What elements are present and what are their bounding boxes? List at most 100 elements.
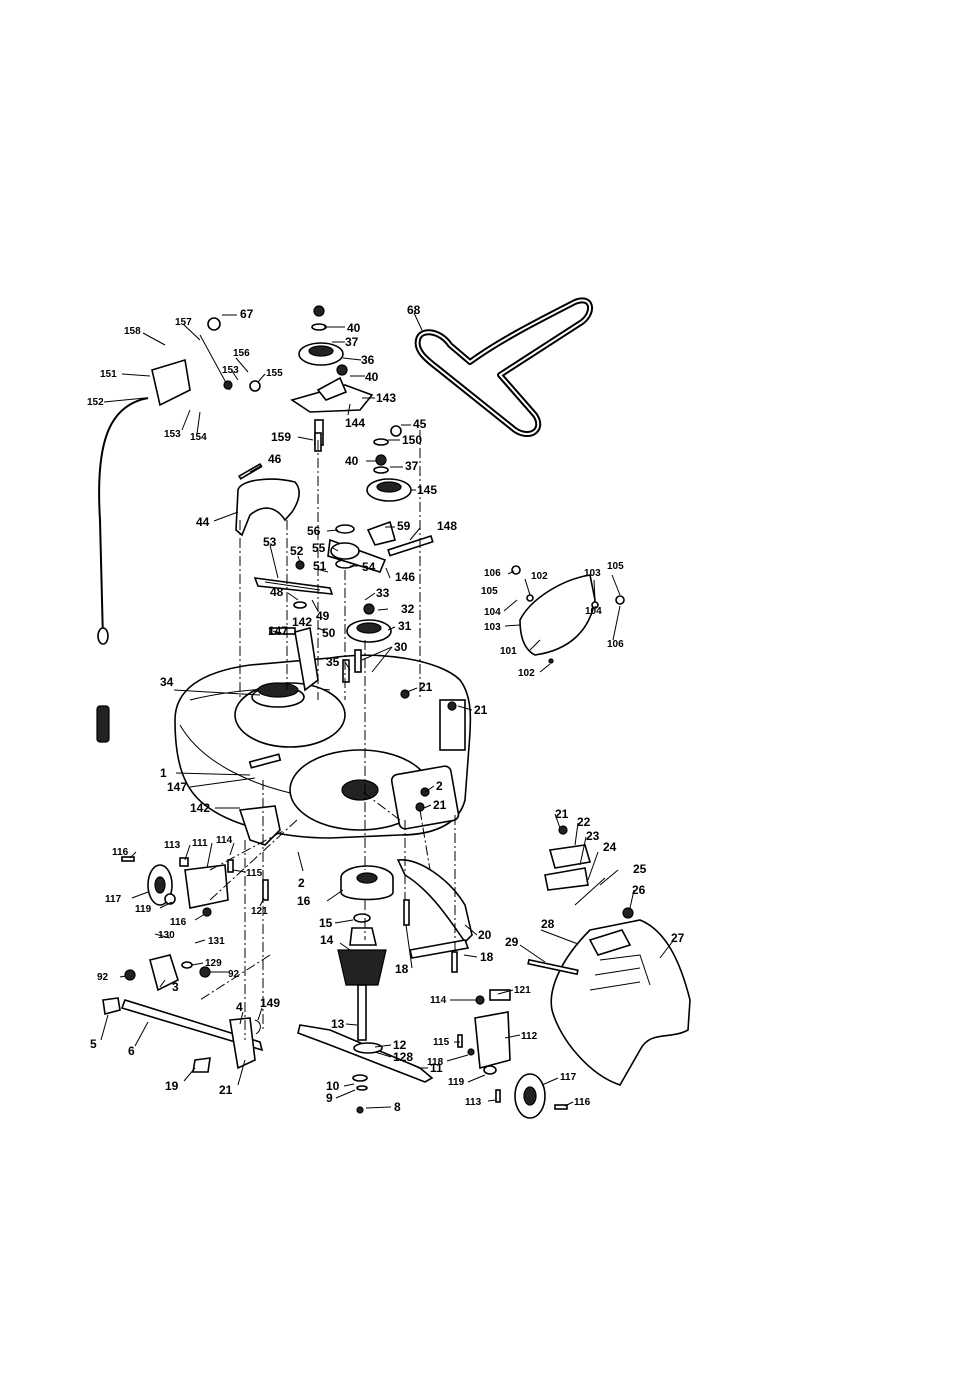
label-part-143: 143 [376, 391, 396, 405]
label-part-13: 13 [331, 1017, 345, 1031]
belt-drawing [414, 297, 593, 437]
label-part-36: 36 [361, 353, 375, 367]
label-part-2-right: 2 [436, 779, 443, 793]
label-part-113-left: 113 [164, 840, 181, 851]
deflector-drawing [550, 919, 691, 1086]
label-part-147-lower: 147 [167, 780, 187, 794]
label-part-151: 151 [100, 369, 117, 380]
label-part-149: 149 [260, 996, 280, 1010]
label-part-105-right: 105 [607, 561, 624, 572]
label-part-111: 111 [192, 838, 208, 849]
label-part-128: 128 [393, 1050, 413, 1064]
label-part-6: 6 [128, 1044, 135, 1058]
label-part-68: 68 [407, 303, 421, 317]
label-part-14: 14 [320, 933, 334, 947]
label-part-20: 20 [478, 928, 492, 942]
label-part-103-left: 103 [484, 622, 501, 633]
label-part-21-b: 21 [474, 703, 488, 717]
label-part-153-lower: 153 [164, 429, 181, 440]
label-part-59: 59 [397, 519, 411, 533]
label-part-28: 28 [541, 917, 555, 931]
label-part-56: 56 [307, 524, 321, 538]
label-part-103-right: 103 [584, 568, 601, 579]
label-part-21-e: 21 [555, 807, 569, 821]
label-part-67: 67 [240, 307, 254, 321]
label-part-29: 29 [505, 935, 519, 949]
label-part-121-right: 121 [514, 985, 531, 996]
label-part-116-right: 116 [574, 1097, 591, 1108]
label-part-33: 33 [376, 586, 390, 600]
label-part-105-left: 105 [481, 586, 498, 597]
label-part-112: 112 [521, 1031, 538, 1042]
label-part-48: 48 [270, 585, 284, 599]
label-part-21-c: 21 [433, 798, 447, 812]
label-part-117-right: 117 [560, 1072, 577, 1083]
label-part-147-upper: 147 [268, 624, 288, 638]
label-part-142-lower: 142 [190, 801, 210, 815]
label-part-50: 50 [322, 626, 336, 640]
label-part-25: 25 [633, 862, 647, 876]
label-part-145: 145 [417, 483, 437, 497]
label-part-18-left: 18 [395, 962, 409, 976]
label-part-113-right: 113 [465, 1097, 482, 1108]
label-part-154: 154 [190, 432, 207, 443]
label-part-159: 159 [271, 430, 291, 444]
label-part-115-left: 115 [246, 868, 263, 879]
control-cable-drawing [98, 397, 149, 641]
label-part-130: 130 [158, 930, 175, 941]
label-part-12: 12 [393, 1038, 407, 1052]
label-part-119-left: 119 [135, 904, 152, 915]
label-part-11: 11 [430, 1061, 443, 1075]
label-part-114-left: 114 [216, 835, 233, 846]
label-part-142-upper: 142 [292, 615, 312, 629]
part-labels: 67 158 157 156 153 155 151 152 153 154 4… [87, 303, 685, 1114]
label-part-26: 26 [632, 883, 646, 897]
label-part-27: 27 [671, 931, 685, 945]
label-part-156: 156 [233, 348, 250, 359]
label-part-116-top: 116 [112, 847, 129, 858]
label-part-49: 49 [316, 609, 330, 623]
label-part-121-left: 121 [251, 906, 268, 917]
label-part-30: 30 [394, 640, 408, 654]
alignment-lines [199, 430, 456, 1040]
label-part-18-right: 18 [480, 950, 494, 964]
label-part-115-right: 115 [433, 1037, 450, 1048]
label-part-116-mid: 116 [170, 917, 187, 928]
label-part-15: 15 [319, 916, 333, 930]
label-part-152: 152 [87, 397, 104, 408]
label-part-106-left: 106 [484, 568, 501, 579]
label-part-158: 158 [124, 326, 141, 337]
label-part-54: 54 [362, 560, 376, 574]
label-part-10: 10 [326, 1079, 340, 1093]
label-part-102-top: 102 [531, 571, 548, 582]
label-part-104-left: 104 [484, 607, 501, 618]
label-part-46: 46 [268, 452, 282, 466]
label-part-157: 157 [175, 317, 192, 328]
label-part-31: 31 [398, 619, 412, 633]
label-part-40-mid: 40 [365, 370, 379, 384]
label-part-22: 22 [577, 815, 591, 829]
label-part-21-a: 21 [419, 680, 433, 694]
label-part-16: 16 [297, 894, 311, 908]
label-part-9: 9 [326, 1091, 333, 1105]
label-part-53: 53 [263, 535, 277, 549]
label-part-153-upper: 153 [222, 365, 239, 376]
linkage-arm-drawing [120, 999, 264, 1052]
label-part-40-top: 40 [347, 321, 361, 335]
label-part-119-right: 119 [448, 1077, 465, 1088]
label-part-4: 4 [236, 1000, 243, 1014]
label-part-146: 146 [395, 570, 415, 584]
label-part-45: 45 [413, 417, 427, 431]
label-part-23: 23 [586, 829, 600, 843]
label-part-148: 148 [437, 519, 457, 533]
label-part-102-bottom: 102 [518, 668, 535, 679]
label-part-37-low: 37 [405, 459, 419, 473]
label-part-144: 144 [345, 416, 365, 430]
label-part-155: 155 [266, 368, 283, 379]
label-part-21-d: 21 [219, 1083, 233, 1097]
label-part-92-left: 92 [97, 972, 109, 983]
label-part-1: 1 [160, 766, 167, 780]
label-part-24: 24 [603, 840, 617, 854]
label-part-35: 35 [326, 655, 340, 669]
